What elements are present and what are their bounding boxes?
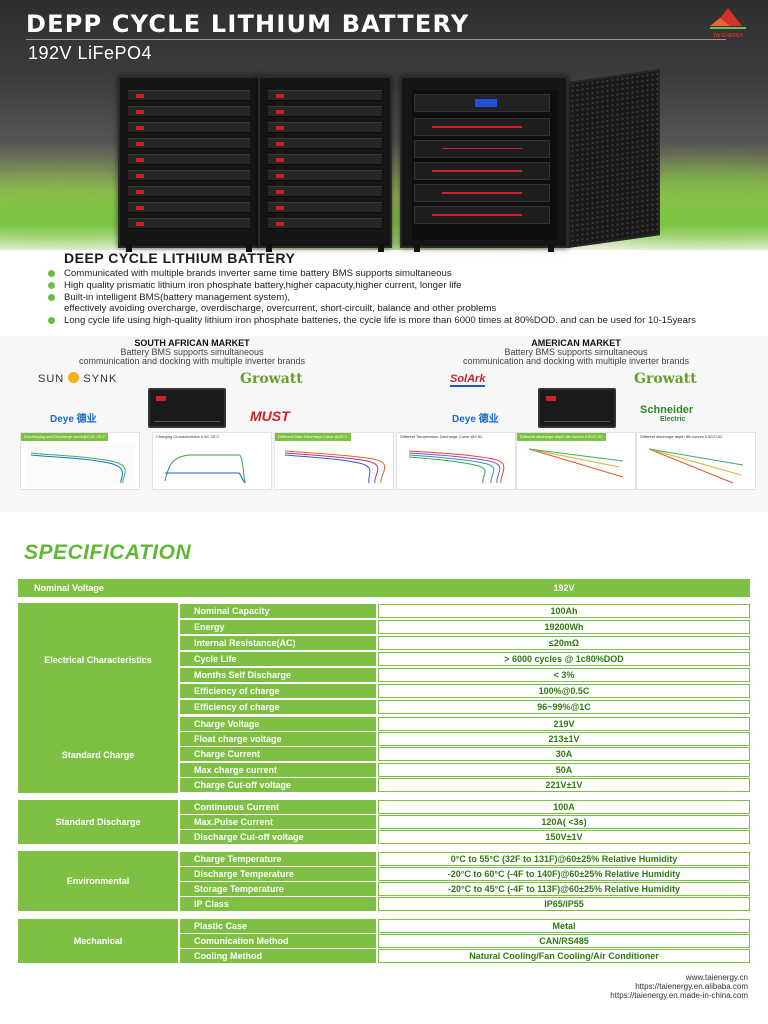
spec-value: CAN/RS485 <box>378 934 750 948</box>
spec-value: 120A( <3s) <box>378 815 750 829</box>
specification-heading: SPECIFICATION <box>24 541 192 564</box>
feature-item: Communicated with multiple brands invert… <box>46 268 746 279</box>
cycle-life-chart: Different discharge depth life curves 0.… <box>516 432 636 490</box>
market-description: Battery BMS supports simultaneous commun… <box>462 347 690 366</box>
spec-label: Cycle Life <box>180 652 376 666</box>
spec-label: Plastic Case <box>180 919 376 933</box>
group-label-standard-charge: Standard Charge <box>18 717 178 793</box>
market-title: AMERICAN MARKET <box>531 338 621 348</box>
spec-value: -20°C to 60°C (-4F to 140F)@60±25% Relat… <box>378 867 750 881</box>
brand-logo-sunsynk: SUN SYNK <box>38 372 118 385</box>
spec-label: Cooling Method <box>180 949 376 963</box>
battery-module-image <box>538 388 616 428</box>
spec-label: Comunication Method <box>180 934 376 948</box>
market-description: Battery BMS supports simultaneous commun… <box>78 347 306 366</box>
feature-item: Built-in intelligent BMS(battery managem… <box>46 292 746 314</box>
spec-value: ≤20mΩ <box>378 636 750 650</box>
charging-characteristics-chart: Charging Characteristics 0.5C 25°C <box>152 432 272 490</box>
spec-value: < 3% <box>378 668 750 682</box>
markets-section: SOUTH AFRICAN MARKET Battery BMS support… <box>0 336 768 512</box>
title-divider <box>26 39 726 40</box>
spec-value: 100%@0.5C <box>378 684 750 698</box>
spec-value: 19200Wh <box>378 620 750 634</box>
brand-logo-growatt: Growatt <box>634 371 697 387</box>
spec-label: Charge Temperature <box>180 852 376 866</box>
brand-logo-deye: Deye 德业 <box>50 414 97 425</box>
spec-value: 96~99%@1C <box>378 700 750 714</box>
spec-value: Natural Cooling/Fan Cooling/Air Conditio… <box>378 949 750 963</box>
group-label-mechanical: Mechanical <box>18 919 178 963</box>
spec-label: IP Class <box>180 897 376 911</box>
spec-value: 0°C to 55°C (32F to 131F)@60±25% Relativ… <box>378 852 750 866</box>
spec-label: Energy <box>180 620 376 634</box>
spec-label: Internal Resistance(AC) <box>180 636 376 650</box>
website-link[interactable]: www.taienergy.cn <box>685 973 748 982</box>
discharge-curve-chart: Discharging and Discharge curve@0.5C 25°… <box>20 432 140 490</box>
spec-value: 100Ah <box>378 604 750 618</box>
spec-label: Float charge voltage <box>180 732 376 746</box>
spec-label: Charge Voltage <box>180 717 376 731</box>
spec-value: 221V±1V <box>378 778 750 792</box>
logo-text: TAI ENERGY <box>712 33 744 39</box>
spec-value: 219V <box>378 717 750 731</box>
page-title: DEPP CYCLE LITHIUM BATTERY <box>26 10 470 38</box>
features-heading: DEEP CYCLE LITHIUM BATTERY <box>64 250 296 266</box>
brand-logo-schneider: Schneider Electric <box>640 404 694 424</box>
header-banner: DEPP CYCLE LITHIUM BATTERY 192V LiFePO4 … <box>0 0 768 70</box>
feature-list: Communicated with multiple brands invert… <box>46 268 746 327</box>
spec-label: Efficiency of charge <box>180 684 376 698</box>
battery-module-image <box>148 388 226 428</box>
rate-discharge-chart: Different Rate Discharge Curve @25°C <box>274 432 394 490</box>
spec-value: Metal <box>378 919 750 933</box>
spec-label: Efficiency of charge <box>180 700 376 714</box>
page-subtitle: 192V LiFePO4 <box>28 43 153 63</box>
market-title: SOUTH AFRICAN MARKET <box>134 338 250 348</box>
spec-label: Discharge Temperature <box>180 867 376 881</box>
spec-label: Discharge Cut-off voltage <box>180 830 376 844</box>
spec-value: 150V±1V <box>378 830 750 844</box>
brand-logo-growatt: Growatt <box>240 371 303 387</box>
cycle-life-chart: Different discharge depth life curves 0.… <box>636 432 756 490</box>
feature-item: High quality prismatic lithium iron phos… <box>46 280 746 291</box>
company-logo-icon <box>710 8 746 29</box>
alibaba-link[interactable]: https://taienergy.en.alibaba.com <box>635 982 748 991</box>
south-african-market: SOUTH AFRICAN MARKET Battery BMS support… <box>0 336 384 432</box>
feature-item: Long cycle life using high-quality lithi… <box>46 315 746 326</box>
spec-label: Max charge current <box>180 763 376 777</box>
spec-label: Storage Temperature <box>180 882 376 896</box>
american-market: AMERICAN MARKET Battery BMS supports sim… <box>384 336 768 432</box>
closed-battery-cabinet <box>118 76 260 252</box>
brand-logo-deye: Deye 德业 <box>452 414 499 425</box>
spec-label: Charge Cut-off voltage <box>180 778 376 792</box>
brand-logo-solark: SolArk <box>450 373 486 387</box>
brand-logo-must: MUST <box>250 408 290 424</box>
cabinet-door-mesh <box>568 69 660 248</box>
group-label-environmental: Environmental <box>18 851 178 911</box>
spec-label: Charge Current <box>180 747 376 761</box>
spec-value: 30A <box>378 747 750 761</box>
spec-value: 50A <box>378 763 750 777</box>
spec-label: Months Self Discharge <box>180 668 376 682</box>
spec-value: > 6000 cycles @ 1c80%DOD <box>378 652 750 666</box>
group-label-standard-discharge: Standard Discharge <box>18 800 178 844</box>
group-label-electrical: Electrical Characteristics <box>18 603 178 717</box>
spec-label: Continuous Current <box>180 800 376 814</box>
temperature-discharge-chart: Different Temperature Discharge Curve @0… <box>396 432 516 490</box>
spec-value: -20°C to 45°C (-4F to 113F)@60±25% Relat… <box>378 882 750 896</box>
spec-value: IP65/IP55 <box>378 897 750 911</box>
spec-label: Max.Pulse Current <box>180 815 376 829</box>
spec-value: 100A <box>378 800 750 814</box>
sun-icon <box>68 372 80 383</box>
nominal-voltage-row: Nominal Voltage 192V <box>18 579 750 597</box>
spec-value: 213±1V <box>378 732 750 746</box>
spec-label: Nominal Capacity <box>180 604 376 618</box>
footer-links: www.taienergy.cn https://taienergy.en.al… <box>610 973 748 1000</box>
open-battery-cabinet <box>400 76 568 252</box>
closed-battery-cabinet <box>258 76 392 252</box>
made-in-china-link[interactable]: https://taienergy.en.made-in-china.com <box>610 991 748 1000</box>
